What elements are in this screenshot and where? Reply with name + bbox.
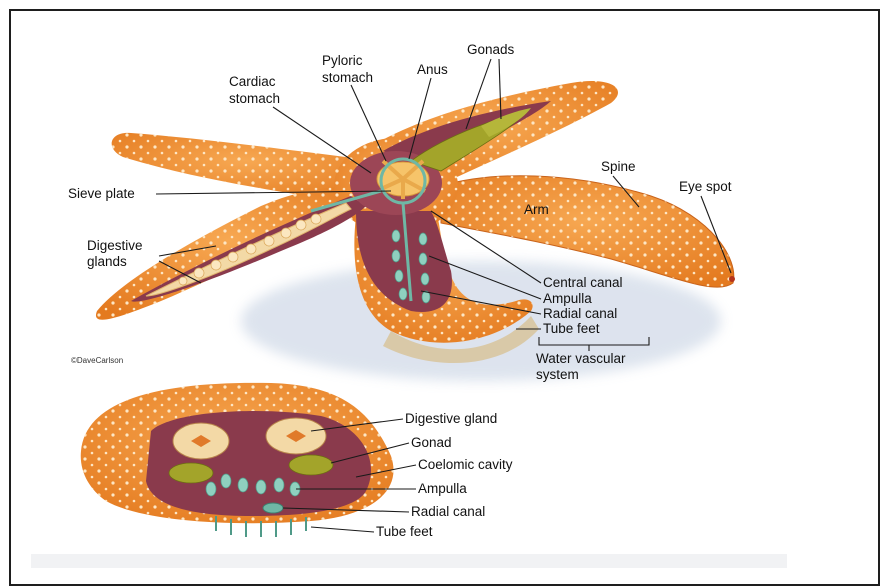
label-tube-feet: Tube feet	[543, 321, 600, 336]
diagram-frame: Cardiac stomach Pyloric stomach Anus Gon…	[9, 9, 880, 586]
bottom-strip	[31, 554, 787, 568]
label-pyloric-stomach-2: stomach	[322, 70, 373, 85]
label-spine: Spine	[601, 159, 636, 174]
label-cardiac-stomach-2: stomach	[229, 91, 280, 106]
label-water-vascular-2: system	[536, 367, 579, 382]
label-arm: Arm	[524, 202, 549, 217]
labels-cross-section: Digestive gland Gonad Coelomic cavity Am…	[376, 411, 513, 539]
eye-spot-mark	[729, 276, 735, 282]
label-cs-tube-feet: Tube feet	[376, 524, 433, 539]
label-sieve-plate: Sieve plate	[68, 186, 135, 201]
gonad-left	[169, 463, 213, 483]
starfish-anatomy-diagram: Cardiac stomach Pyloric stomach Anus Gon…	[11, 11, 880, 586]
label-cs-radial-canal: Radial canal	[411, 504, 485, 519]
label-anus: Anus	[417, 62, 448, 77]
label-radial-canal: Radial canal	[543, 306, 617, 321]
radial-canal-shape	[263, 503, 283, 513]
label-cs-digestive-gland: Digestive gland	[405, 411, 497, 426]
cross-section	[81, 383, 394, 537]
label-eye-spot: Eye spot	[679, 179, 732, 194]
label-digestive-glands-2: glands	[87, 254, 127, 269]
label-pyloric-stomach-1: Pyloric	[322, 53, 363, 68]
label-digestive-glands-1: Digestive	[87, 238, 143, 253]
label-gonads: Gonads	[467, 42, 515, 57]
gonad-right	[289, 455, 333, 475]
label-cs-gonad: Gonad	[411, 435, 452, 450]
label-water-vascular-1: Water vascular	[536, 351, 626, 366]
label-cardiac-stomach-1: Cardiac	[229, 74, 276, 89]
label-cs-ampulla: Ampulla	[418, 481, 467, 496]
coelomic-cavity-shape	[146, 411, 371, 516]
credit-text: ©DaveCarlson	[71, 356, 123, 365]
label-central-canal: Central canal	[543, 275, 623, 290]
label-ampulla: Ampulla	[543, 291, 592, 306]
label-cs-coelomic-cavity: Coelomic cavity	[418, 457, 513, 472]
